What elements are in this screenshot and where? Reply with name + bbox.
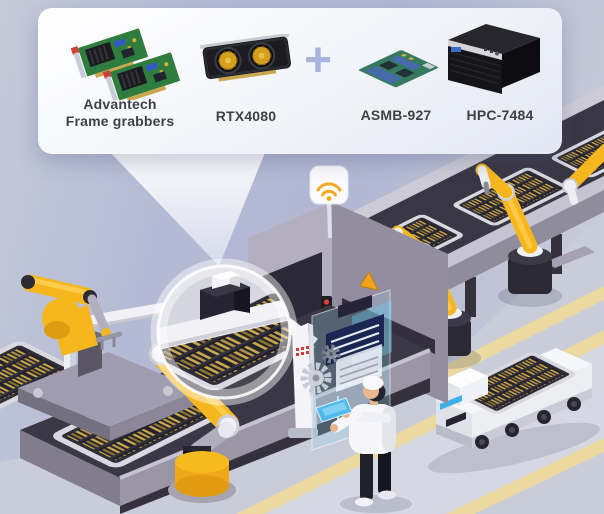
product-label: HPC-7484 bbox=[466, 107, 534, 123]
server-chassis-image bbox=[442, 20, 548, 100]
hologram-data-screen bbox=[326, 314, 384, 366]
worker bbox=[315, 376, 412, 513]
right-robot-arm-3 bbox=[562, 143, 604, 205]
inspection-camera bbox=[200, 271, 250, 320]
worker-cap bbox=[362, 376, 384, 390]
product-label-line2: Frame grabbers bbox=[65, 113, 175, 129]
agv-cabinet bbox=[442, 368, 488, 388]
frame-grabbers-image bbox=[52, 18, 202, 107]
agv-indicator bbox=[440, 395, 462, 410]
warning-triangle-icon bbox=[359, 270, 379, 291]
right-robot-arm-2 bbox=[475, 163, 562, 307]
gear-icon bbox=[300, 362, 332, 394]
product-label: ASMB-927 bbox=[360, 107, 432, 123]
wifi-sign bbox=[309, 165, 349, 239]
machine-slot bbox=[342, 298, 435, 354]
product-label: RTX4080 bbox=[215, 108, 277, 124]
plus-sign: + bbox=[303, 34, 333, 87]
product-label: Advantech Frame grabbers bbox=[40, 96, 200, 130]
product-label-line1: Advantech bbox=[83, 96, 157, 112]
indicator-dots bbox=[296, 346, 309, 356]
agv bbox=[428, 348, 600, 474]
product-callout-panel: Advantech Frame grabbers bbox=[38, 8, 562, 154]
wifi-icon bbox=[316, 182, 342, 201]
motherboard-image bbox=[350, 34, 454, 100]
pointer-triangle bbox=[108, 150, 266, 266]
gpu-card-image bbox=[196, 33, 296, 96]
left-robot-arm bbox=[18, 274, 200, 441]
gear-icon-small bbox=[321, 344, 341, 364]
